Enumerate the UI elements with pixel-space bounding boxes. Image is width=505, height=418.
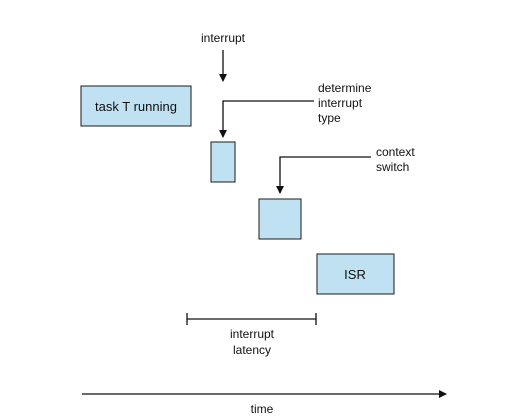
context-switch-arrow — [276, 156, 371, 194]
determine-label-line-2: interrupt — [318, 96, 363, 110]
context-label-line-2: switch — [376, 160, 409, 174]
determine-arrow — [219, 100, 314, 138]
interrupt-label: interrupt — [201, 31, 246, 45]
isr-label: ISR — [344, 267, 366, 282]
time-label: time — [251, 402, 274, 416]
context-switch-box — [258, 198, 302, 240]
latency-label-line-2: latency — [233, 343, 271, 357]
context-label-line-1: context — [376, 145, 415, 159]
task-running-box — [80, 85, 192, 127]
determine-label-line-1: determine — [318, 81, 372, 95]
determine-type-box — [210, 141, 236, 183]
determine-label-line-3: type — [318, 111, 341, 125]
isr-box — [316, 253, 395, 295]
task-running-label: task T running — [95, 99, 177, 114]
latency-label-line-1: interrupt — [230, 327, 275, 341]
